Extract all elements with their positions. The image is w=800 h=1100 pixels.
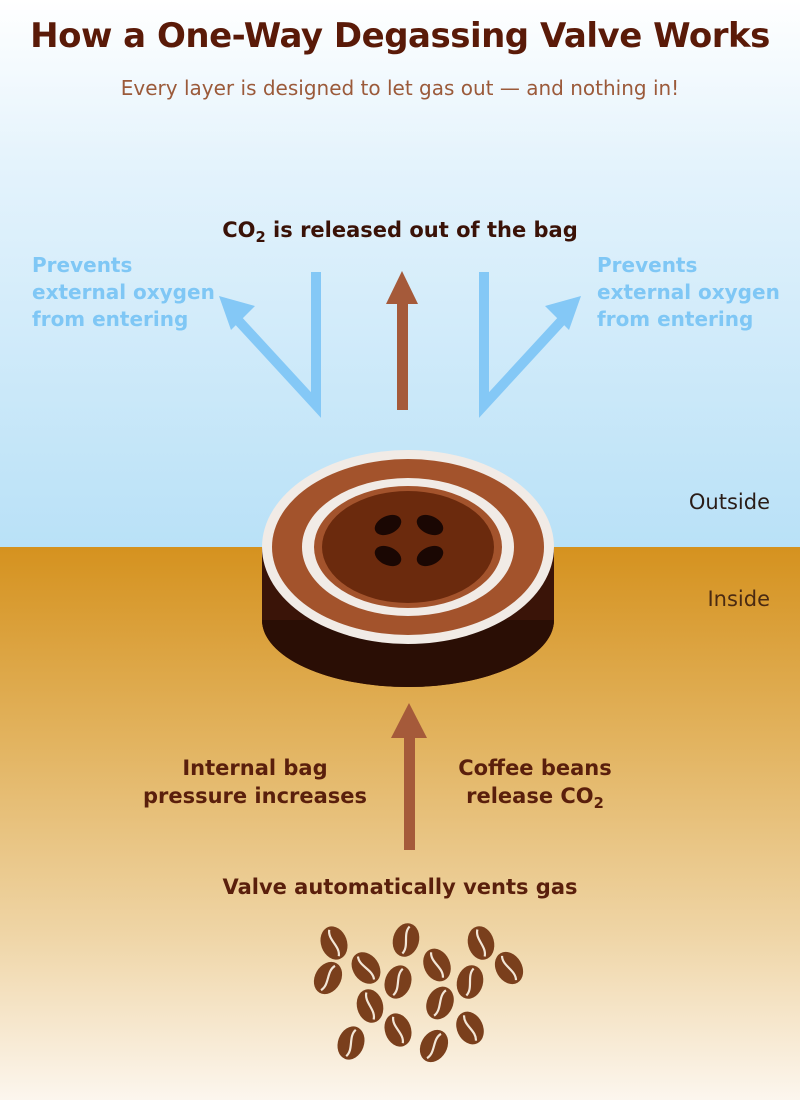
coffee-bean: [494, 951, 524, 985]
coffee-bean: [337, 1026, 365, 1060]
co2-released-label: CO2 is released out of the bag: [222, 218, 578, 247]
coffee-bean: [313, 961, 343, 995]
pressure-arrowhead: [391, 703, 427, 738]
coffee-bean: [320, 926, 348, 960]
coffee-bean: [456, 965, 484, 999]
coffee-bean: [419, 1029, 449, 1063]
coffee-bean: [467, 926, 495, 960]
coffee-bean: [384, 965, 412, 999]
coffee-bean: [423, 948, 451, 982]
valve: [262, 450, 554, 687]
oxygen-arrowhead-right: [545, 296, 581, 330]
coffee-bean: [392, 923, 420, 957]
valve-vents-label: Valve automatically vents gas: [222, 875, 578, 899]
oxygen-arrowhead-left: [219, 296, 255, 330]
co2-out-arrowhead: [386, 271, 418, 304]
beans-release-co2-label: Coffee beans release CO2: [458, 756, 612, 813]
pressure-increases-label: Internal bag pressure increases: [142, 756, 368, 808]
pressure-arrow-shaft: [404, 732, 415, 850]
prevents-oxygen-label-right: Prevents external oxygen from entering: [597, 253, 780, 331]
inside-label: Inside: [707, 587, 770, 611]
oxygen-arrow-right: [479, 272, 569, 418]
coffee-bean: [351, 952, 381, 984]
oxygen-arrow-left: [231, 272, 321, 418]
outside-label: Outside: [688, 490, 770, 514]
coffee-bean: [456, 1011, 484, 1045]
coffee-bean: [384, 1013, 412, 1047]
page-subtitle: Every layer is designed to let gas out —…: [120, 76, 680, 100]
coffee-bean: [356, 989, 384, 1023]
coffee-beans: [313, 923, 524, 1063]
valve-center: [322, 491, 494, 603]
co2-out-arrow-shaft: [397, 300, 408, 410]
page-title: How a One-Way Degassing Valve Works: [30, 16, 770, 56]
prevents-oxygen-label-left: Prevents external oxygen from entering: [32, 253, 215, 331]
coffee-bean: [426, 986, 454, 1020]
valve-vent-holes: [374, 514, 444, 567]
